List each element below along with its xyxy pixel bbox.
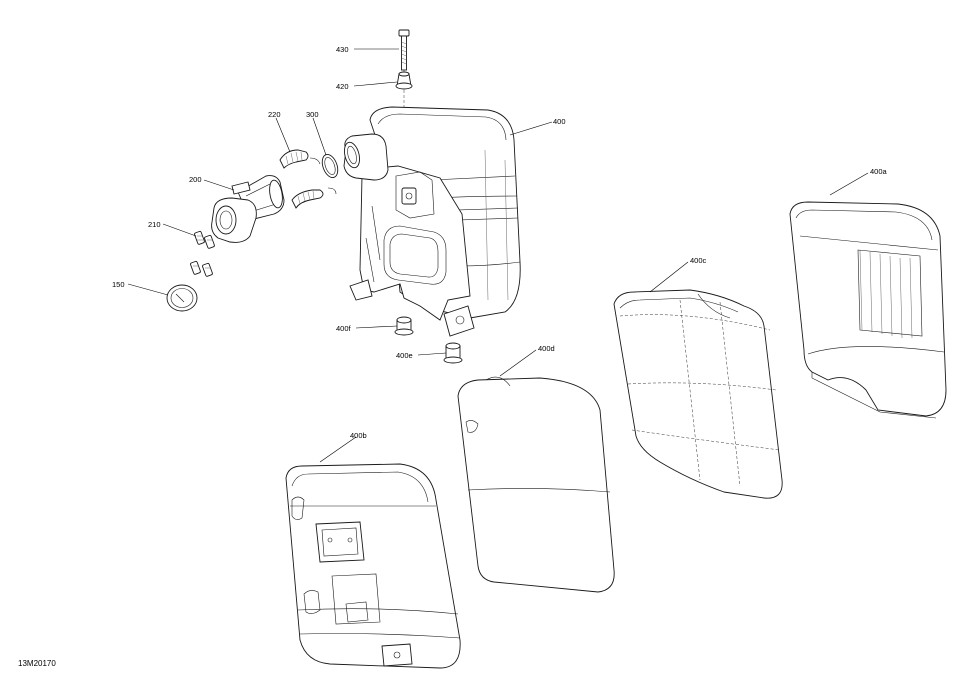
label-400: 400 (553, 117, 566, 126)
label-420: 420 (336, 82, 349, 91)
part-220-springs (279, 149, 337, 209)
label-150: 150 (112, 280, 125, 289)
part-420-grommet (395, 71, 413, 90)
part-400d-heat-shield (457, 376, 615, 593)
callout-labels: 430 420 400 400a 400c 400d 400b 400e 400… (112, 45, 888, 440)
label-400e: 400e (396, 351, 413, 360)
leader-lines (127, 48, 869, 463)
part-400c-heat-shield (613, 289, 783, 499)
part-210-studs (190, 230, 215, 277)
label-430: 430 (336, 45, 349, 54)
label-400b: 400b (350, 431, 367, 440)
label-220: 220 (268, 110, 281, 119)
label-200: 200 (189, 175, 202, 184)
label-400d: 400d (538, 344, 555, 353)
label-400c: 400c (690, 256, 707, 265)
part-150-ring (166, 284, 198, 312)
part-400b-heat-shield (285, 463, 461, 669)
part-200-pipe (211, 175, 285, 243)
part-300-gasket (321, 154, 339, 178)
reference-code: 13M20170 (18, 659, 56, 668)
part-400f-mount (394, 316, 414, 336)
part-400a-heat-shield (789, 201, 947, 419)
label-210: 210 (148, 220, 161, 229)
label-300: 300 (306, 110, 319, 119)
part-400e-mount (443, 342, 463, 364)
label-400f: 400f (336, 324, 352, 333)
label-400a: 400a (870, 167, 888, 176)
part-400-muffler (343, 106, 521, 337)
